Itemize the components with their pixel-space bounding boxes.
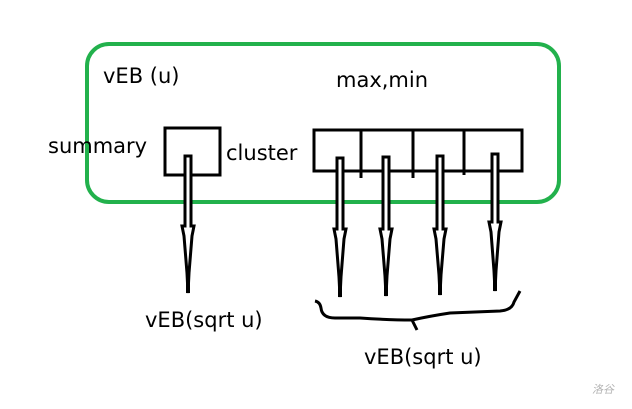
cluster-label: cluster [226,141,298,165]
cluster-array [312,128,524,178]
summary-child-label: vEB(sqrt u) [145,308,263,332]
veb-container [85,42,561,204]
cluster-brace [314,290,522,331]
cluster-children-label: vEB(sqrt u) [364,345,482,369]
summary-label: summary [48,134,148,158]
max-min-label: max,min [336,68,429,92]
watermark: 洛谷 [592,383,614,396]
veb-title: vEB (u) [103,64,180,88]
cluster-array-outline [312,128,524,173]
